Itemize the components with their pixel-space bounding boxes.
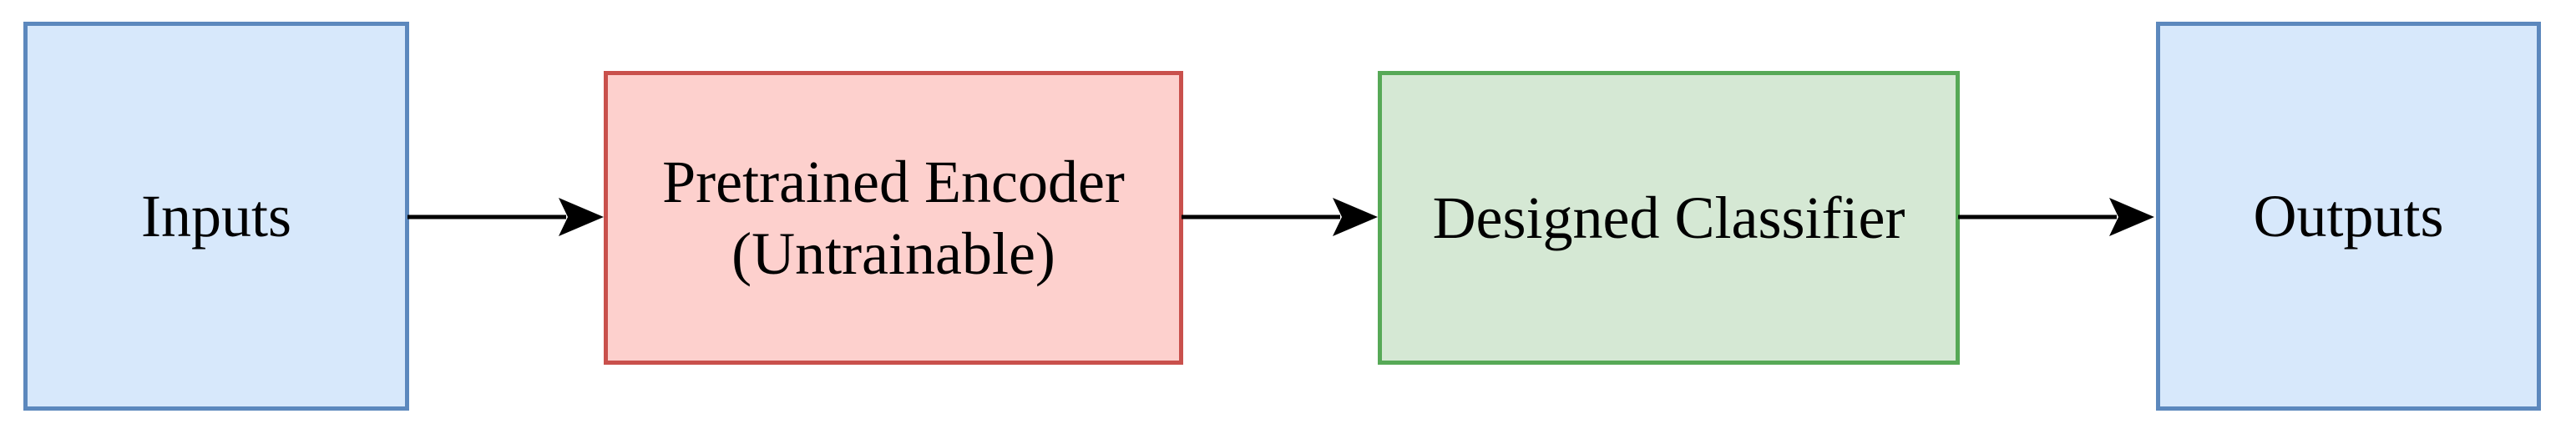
arrow-right-icon bbox=[1182, 198, 1378, 236]
node-pretrained-encoder-label-line1: Pretrained Encoder bbox=[662, 148, 1125, 215]
connector-classifier-to-outputs bbox=[1956, 192, 2157, 242]
arrow-right-icon bbox=[407, 198, 604, 236]
connector-encoder-to-classifier bbox=[1180, 192, 1380, 242]
node-inputs: Inputs bbox=[23, 22, 409, 411]
node-pretrained-encoder-label-line2: (Untrainable) bbox=[731, 220, 1055, 287]
node-designed-classifier-label: Designed Classifier bbox=[1432, 184, 1905, 251]
node-outputs: Outputs bbox=[2156, 22, 2541, 411]
node-inputs-label: Inputs bbox=[141, 182, 291, 250]
node-pretrained-encoder: Pretrained Encoder (Untrainable) bbox=[604, 71, 1183, 365]
node-outputs-label: Outputs bbox=[2253, 182, 2444, 250]
connector-inputs-to-encoder bbox=[406, 192, 606, 242]
node-designed-classifier: Designed Classifier bbox=[1378, 71, 1960, 365]
arrow-right-icon bbox=[1958, 198, 2154, 236]
